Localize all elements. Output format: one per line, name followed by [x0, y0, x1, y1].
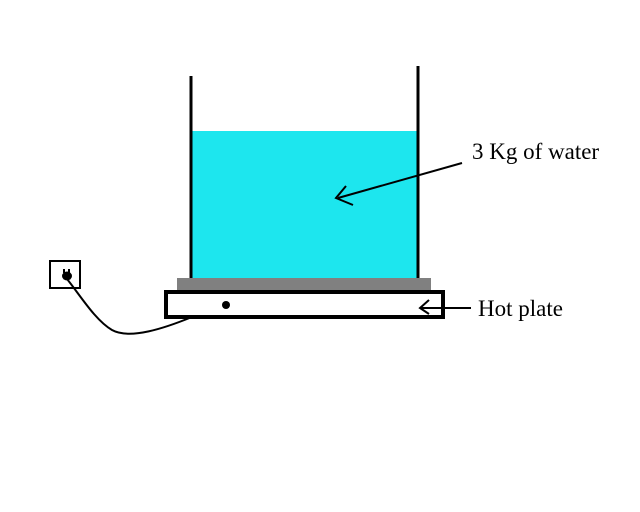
water-fill — [192, 131, 417, 279]
power-cord — [66, 278, 193, 335]
hot-plate-knob-icon — [222, 301, 230, 309]
power-outlet-icon — [49, 260, 81, 289]
hot-plate-label: Hot plate — [478, 296, 563, 321]
beaker — [189, 66, 420, 280]
hot-plate-body — [164, 290, 445, 319]
hot-plate — [164, 290, 445, 319]
water-label-arrow — [334, 162, 463, 206]
water-label: 3 Kg of water — [472, 139, 599, 164]
hot-plate-top-surface — [177, 278, 431, 290]
hot-plate-label-arrow — [418, 299, 471, 315]
